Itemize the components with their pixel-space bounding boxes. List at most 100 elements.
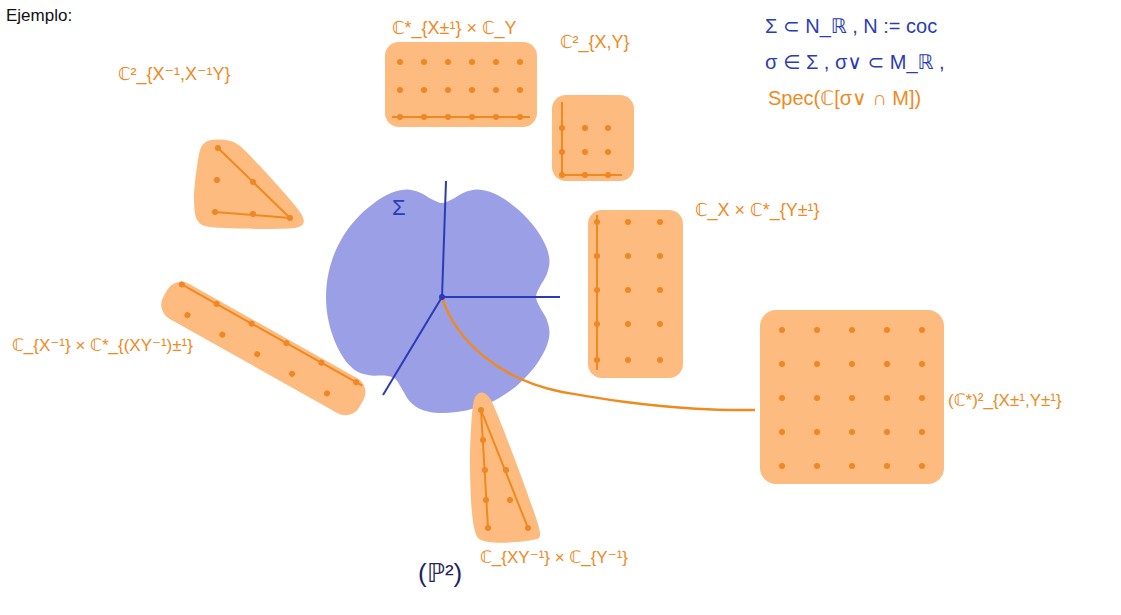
lattice-point xyxy=(559,149,565,155)
lattice-point xyxy=(814,361,820,367)
chart-region: ℂ²_{X,Y} xyxy=(550,28,642,184)
region-shape xyxy=(465,398,640,574)
region-group xyxy=(470,393,540,543)
lattice-point xyxy=(849,395,855,401)
cone-region xyxy=(470,393,540,543)
fan-ray xyxy=(442,181,446,297)
fan-blob xyxy=(326,189,550,412)
region-group xyxy=(588,210,683,378)
lattice-point xyxy=(445,59,451,65)
lattice-point xyxy=(421,114,427,120)
lattice-point xyxy=(183,311,191,319)
region-group xyxy=(194,139,304,228)
lattice-point xyxy=(397,114,403,120)
lattice-point xyxy=(323,389,331,397)
cone-ray xyxy=(215,212,290,218)
leader-line xyxy=(562,392,755,410)
lattice-point xyxy=(884,361,890,367)
math-note: Spec(ℂ[σ∨ ∩ M]) xyxy=(768,86,921,110)
chart-region: ℂ_{XY⁻¹} × ℂ_{Y⁻¹} xyxy=(465,398,640,574)
lattice-point xyxy=(884,327,890,333)
lattice-point xyxy=(594,219,600,225)
lattice-point xyxy=(814,327,820,333)
math-note: Σ ⊂ N_ℝ , N := coc xyxy=(765,14,937,38)
chart-label: ℂ_{X⁻¹} × ℂ*_{(XY⁻¹)±¹} xyxy=(12,336,193,356)
fan-symbol: Σ xyxy=(392,195,406,221)
cone-ray xyxy=(562,102,622,175)
lattice-point xyxy=(884,395,890,401)
lattice-point xyxy=(594,321,600,327)
lattice-point xyxy=(517,59,523,65)
lattice-point xyxy=(919,429,925,435)
lattice-point xyxy=(478,407,484,413)
lattice-point xyxy=(421,87,427,93)
chart-label: ℂ_{XY⁻¹} × ℂ_{Y⁻¹} xyxy=(480,548,628,568)
lattice-point xyxy=(218,331,226,339)
lattice-point xyxy=(919,395,925,401)
lattice-point xyxy=(483,497,489,503)
lattice-point xyxy=(213,300,221,308)
lattice-point xyxy=(525,525,531,531)
lattice-point xyxy=(657,357,663,363)
lattice-point xyxy=(779,463,785,469)
lattice-point xyxy=(215,145,221,151)
lattice-point xyxy=(594,253,600,259)
chart-region: ℂ*_{X±¹} × ℂ_Y xyxy=(380,14,550,130)
lattice-point xyxy=(605,125,611,131)
lattice-point xyxy=(214,177,220,183)
lattice-point xyxy=(779,429,785,435)
chart-label: (ℂ*)²_{X±¹,Y±¹} xyxy=(948,391,1062,411)
lattice-point xyxy=(493,59,499,65)
lattice-point xyxy=(657,253,663,259)
lattice-point xyxy=(469,59,475,65)
lattice-point xyxy=(582,125,588,131)
lattice-point xyxy=(884,463,890,469)
chart-label: ℂ²_{X⁻¹,X⁻¹Y} xyxy=(118,64,231,86)
lattice-point xyxy=(212,209,218,215)
lattice-point xyxy=(594,287,600,293)
lattice-point xyxy=(559,172,565,178)
lattice-point xyxy=(625,219,631,225)
region-group xyxy=(552,95,634,181)
lattice-point xyxy=(250,179,256,185)
cone-ray xyxy=(481,410,528,528)
cone-region xyxy=(194,139,304,228)
region-group xyxy=(326,181,562,413)
cone-region xyxy=(552,95,634,181)
lattice-point xyxy=(779,395,785,401)
lattice-point xyxy=(884,429,890,435)
lattice-point xyxy=(493,114,499,120)
lattice-point xyxy=(287,215,293,221)
lattice-point xyxy=(594,357,600,363)
lattice-point xyxy=(625,321,631,327)
lattice-point xyxy=(247,319,255,327)
cone-ray xyxy=(218,148,290,218)
region-group xyxy=(760,310,944,484)
cone-region xyxy=(760,310,944,484)
lattice-point xyxy=(493,87,499,93)
lattice-point xyxy=(657,219,663,225)
lattice-point xyxy=(849,429,855,435)
lattice-point xyxy=(397,59,403,65)
fan-ray xyxy=(383,297,442,395)
lattice-point xyxy=(849,463,855,469)
lattice-point xyxy=(919,327,925,333)
lattice-point xyxy=(625,357,631,363)
leader-line xyxy=(442,297,562,392)
lattice-point xyxy=(421,59,427,65)
chart-label: ℂ_X × ℂ*_{Y±¹} xyxy=(695,200,820,222)
lattice-point xyxy=(625,287,631,293)
lattice-point xyxy=(517,87,523,93)
chart-label: ℂ*_{X±¹} × ℂ_Y xyxy=(392,18,517,40)
lattice-point xyxy=(503,467,509,473)
lattice-point xyxy=(582,149,588,155)
slide-title: Ejemplo: xyxy=(6,6,72,26)
lattice-point xyxy=(317,359,325,367)
lattice-point xyxy=(469,87,475,93)
lattice-point xyxy=(507,497,513,503)
lattice-point xyxy=(250,211,256,217)
fan-ray xyxy=(442,296,560,298)
cone-region xyxy=(385,42,537,127)
lattice-point xyxy=(779,361,785,367)
